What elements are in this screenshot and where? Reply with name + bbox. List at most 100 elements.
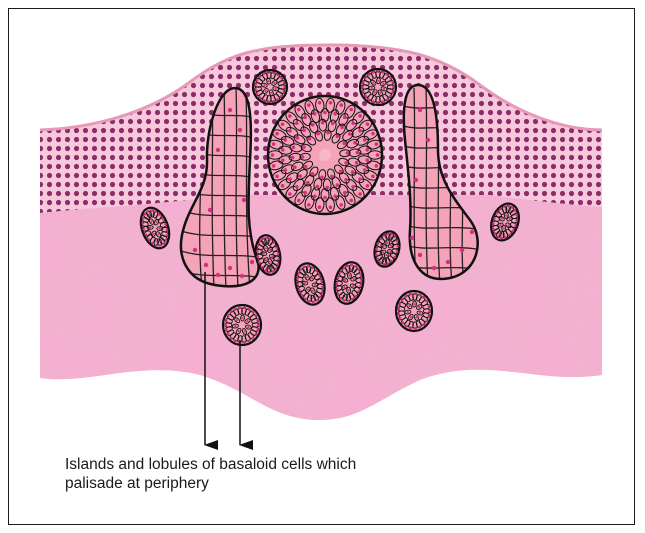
island-nucleus <box>283 90 286 93</box>
island-nucleus <box>259 96 262 99</box>
island-nucleus <box>374 91 376 93</box>
island-nucleus <box>263 72 266 75</box>
nodule-nucleus <box>343 191 347 195</box>
caption: Islands and lobules of basaloid cells wh… <box>65 455 525 493</box>
nodule-core <box>319 149 331 161</box>
island-nucleus <box>361 86 364 89</box>
island-nucleus <box>422 323 425 326</box>
nodule-nucleus <box>333 112 337 116</box>
island-nucleus <box>263 84 265 86</box>
island-nucleus <box>389 77 392 80</box>
nodule-nucleus <box>348 132 352 136</box>
nodule-nucleus <box>283 168 287 172</box>
island-nucleus <box>410 316 412 318</box>
island-nucleus <box>422 296 425 299</box>
island-nucleus <box>386 98 389 101</box>
nodule-nucleus <box>311 123 315 127</box>
nodule-nucleus <box>331 122 335 126</box>
island-nucleus <box>418 306 420 308</box>
island-nucleus <box>427 315 430 318</box>
island-nucleus <box>381 71 384 74</box>
island-nucleus <box>391 90 394 93</box>
island-nucleus <box>268 80 270 82</box>
island-nucleus <box>247 339 250 342</box>
island-nucleus <box>251 337 254 340</box>
island-nucleus <box>238 307 241 310</box>
island-nucleus <box>272 72 275 75</box>
island-nucleus <box>254 314 257 317</box>
island-nucleus <box>254 333 257 336</box>
island-nucleus <box>246 320 248 322</box>
island-nucleus <box>372 71 375 74</box>
island-nucleus <box>224 324 227 327</box>
island-nucleus <box>238 330 240 332</box>
nodule-nucleus <box>302 128 306 132</box>
island-nucleus <box>280 95 283 98</box>
island-nucleus <box>383 88 385 90</box>
nodule-nucleus <box>288 129 292 133</box>
island-nucleus <box>408 305 410 307</box>
island-nucleus <box>270 92 272 94</box>
nodule-nucleus <box>281 148 285 152</box>
island-nucleus <box>247 326 249 328</box>
basaloid-island <box>396 291 432 331</box>
nodule-nucleus <box>304 165 308 169</box>
nodule-nucleus <box>292 145 296 149</box>
nodule-nucleus <box>349 199 353 203</box>
island-nucleus <box>428 310 431 313</box>
nodule-nucleus <box>339 169 343 173</box>
island-nucleus <box>362 81 365 84</box>
island-nucleus <box>368 73 371 76</box>
nodule-nucleus <box>358 177 362 181</box>
island-nucleus <box>418 326 421 329</box>
island-nucleus <box>413 303 415 305</box>
nodule-nucleus <box>296 136 300 140</box>
nodule-nucleus <box>303 116 307 120</box>
nodule-nucleus <box>275 175 279 179</box>
island-nucleus <box>397 312 400 315</box>
nodule-nucleus <box>272 142 276 146</box>
nodule-nucleus <box>340 126 344 130</box>
nodule-nucleus <box>349 108 353 112</box>
island-nucleus <box>362 90 365 93</box>
nodule-nucleus <box>321 121 325 125</box>
island-nucleus <box>225 329 228 332</box>
nodule-nucleus <box>315 185 319 189</box>
island-nucleus <box>267 100 270 103</box>
nodule-nucleus <box>316 132 320 136</box>
island-nucleus <box>409 326 412 329</box>
island-nucleus <box>407 311 409 313</box>
island-nucleus <box>401 298 404 301</box>
island-nucleus <box>389 95 392 98</box>
nodule-nucleus <box>281 122 285 126</box>
nodule-nucleus <box>311 172 315 176</box>
island-nucleus <box>418 294 421 297</box>
island-nucleus <box>273 82 275 84</box>
nodule-nucleus <box>358 114 362 118</box>
nodule-nucleus <box>366 184 370 188</box>
island-nucleus <box>414 327 417 330</box>
nodule-nucleus <box>329 205 333 209</box>
island-nucleus <box>377 101 380 104</box>
nodule-nucleus <box>336 183 340 187</box>
nodule-nucleus <box>302 145 306 149</box>
island-nucleus <box>401 321 404 324</box>
island-nucleus <box>381 100 384 103</box>
nodule-nucleus <box>313 112 317 116</box>
nodule-nucleus <box>363 168 367 172</box>
nodule-nucleus <box>343 142 347 146</box>
nodule-nucleus <box>326 186 330 190</box>
island-nucleus <box>256 79 259 82</box>
nodule-nucleus <box>351 121 355 125</box>
nodule-nucleus <box>339 103 343 107</box>
island-nucleus <box>392 86 395 89</box>
nodule-nucleus <box>320 175 324 179</box>
nodule-nucleus <box>307 203 311 207</box>
nodule-nucleus <box>343 116 347 120</box>
island-nucleus <box>377 70 380 73</box>
island-nucleus <box>265 90 267 92</box>
nodule-nucleus <box>366 122 370 126</box>
island-nucleus <box>277 98 280 101</box>
nodule-nucleus <box>288 192 292 196</box>
nodule-nucleus <box>376 153 380 157</box>
